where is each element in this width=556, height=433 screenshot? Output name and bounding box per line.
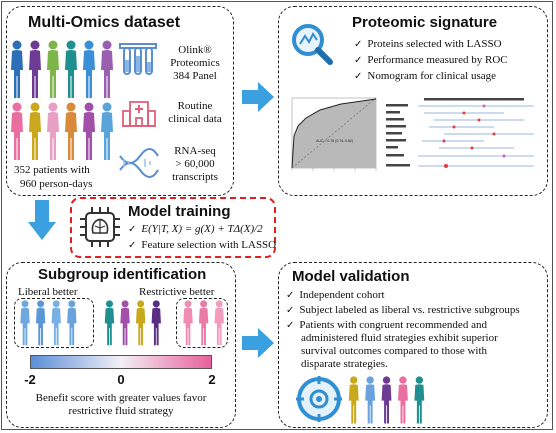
tick-max: 2 bbox=[208, 372, 216, 387]
magnifier-icon bbox=[292, 24, 333, 65]
person-icon bbox=[348, 376, 359, 424]
training-panel bbox=[70, 197, 276, 258]
restrictive-group-box bbox=[176, 298, 228, 348]
patients-line1: 352 patients with bbox=[14, 164, 90, 176]
arrow-down-1 bbox=[28, 200, 56, 240]
routine-line1: Routine bbox=[177, 100, 213, 112]
olink-line1: Olink® bbox=[178, 44, 212, 56]
patients-line2: 960 person-days bbox=[20, 178, 93, 190]
caption-line2: restrictive fluid strategy bbox=[68, 405, 174, 417]
person-icon bbox=[214, 300, 224, 346]
liberal-label: Liberal better bbox=[18, 286, 78, 298]
person-icon bbox=[183, 300, 193, 346]
person-icon bbox=[381, 376, 392, 424]
validation-bullet-3-line2: administered fluid strategies exhibit su… bbox=[301, 332, 498, 344]
person-icon bbox=[151, 300, 161, 346]
target-gear-icon bbox=[296, 376, 342, 422]
dna-icon bbox=[119, 148, 159, 178]
liberal-people bbox=[20, 300, 77, 346]
validation-bullet-3-line3: survival outcomes compared to those with bbox=[301, 345, 488, 357]
person-icon bbox=[35, 300, 46, 346]
arrow-right-2 bbox=[242, 328, 274, 358]
validation-bullet-2: Subject labeled as liberal vs. restricti… bbox=[286, 304, 519, 317]
training-bullet-formula: E(Y|T, X) = g(X) + TΔ(X)/2 bbox=[128, 223, 263, 236]
neutral-people bbox=[104, 300, 161, 346]
training-title: Model training bbox=[128, 203, 231, 220]
people-group-bottom bbox=[11, 102, 113, 160]
person-icon bbox=[47, 40, 59, 98]
validation-panel bbox=[278, 262, 548, 428]
validation-title: Model validation bbox=[292, 268, 410, 285]
person-icon bbox=[67, 300, 77, 346]
restrictive-label: Restrictive better bbox=[139, 286, 215, 298]
olink-line3: 384 Panel bbox=[173, 70, 217, 82]
person-icon bbox=[83, 40, 95, 98]
subgroup-panel bbox=[6, 262, 236, 428]
rnaseq-line3: transcripts bbox=[172, 171, 218, 183]
person-icon bbox=[398, 376, 408, 424]
hospital-icon bbox=[122, 101, 156, 127]
validation-bullet-3-line4: disparate strategies. bbox=[301, 358, 388, 370]
rnaseq-line2: > 60,000 bbox=[175, 158, 215, 170]
roc-auc-label: AUC = 0.78 (0.74–0.82) bbox=[316, 139, 353, 143]
person-icon bbox=[11, 40, 23, 98]
test-tube-icon bbox=[119, 43, 157, 75]
proteomic-title: Proteomic signature bbox=[352, 14, 498, 31]
person-icon bbox=[11, 102, 23, 160]
multiomics-title: Multi-Omics dataset bbox=[28, 14, 181, 31]
chip-icon bbox=[80, 207, 120, 247]
person-icon bbox=[414, 376, 425, 424]
benefit-score-colorbar bbox=[30, 355, 212, 369]
proteomic-bullet-1: Proteins selected with LASSO bbox=[354, 38, 501, 51]
roc-curve-thumbnail: AUC = 0.78 (0.74–0.82) bbox=[291, 97, 377, 171]
person-icon bbox=[198, 300, 209, 346]
validation-bullet-1: Independent cohort bbox=[286, 289, 384, 302]
training-bullet-2: Feature selection with LASSO bbox=[128, 239, 276, 252]
olink-line2: Proteomics bbox=[170, 57, 220, 69]
rnaseq-line1: RNA-seq bbox=[174, 145, 216, 157]
tick-mid: 0 bbox=[117, 372, 125, 387]
proteomic-panel bbox=[278, 6, 548, 196]
validation-people bbox=[348, 376, 425, 424]
person-icon bbox=[29, 40, 41, 98]
subgroup-title: Subgroup identification bbox=[38, 266, 207, 283]
person-icon bbox=[120, 300, 130, 346]
person-icon bbox=[65, 40, 77, 98]
person-icon bbox=[104, 300, 115, 346]
proteomic-bullet-2: Performance measured by ROC bbox=[354, 54, 507, 67]
routine-line2: clinical data bbox=[168, 113, 222, 125]
restrictive-people bbox=[183, 300, 224, 346]
proteomic-bullet-3: Nomogram for clinical usage bbox=[354, 70, 496, 83]
person-icon bbox=[51, 300, 61, 346]
multiomics-panel bbox=[6, 6, 234, 196]
people-group-top bbox=[11, 40, 113, 98]
person-icon bbox=[29, 102, 41, 160]
caption-line1: Benefit score with greater values favor bbox=[35, 392, 207, 404]
person-icon bbox=[83, 102, 95, 160]
person-icon bbox=[101, 102, 113, 160]
training-formula: E(Y|T, X) = g(X) + TΔ(X)/2 bbox=[141, 223, 263, 235]
nomogram-thumbnail bbox=[384, 96, 542, 174]
person-icon bbox=[47, 102, 59, 160]
person-icon bbox=[20, 300, 30, 346]
person-icon bbox=[135, 300, 146, 346]
liberal-group-box bbox=[14, 298, 94, 348]
person-icon bbox=[101, 40, 113, 98]
validation-bullet-3: Patients with congruent recommended and bbox=[286, 319, 487, 332]
tick-min: -2 bbox=[24, 372, 36, 387]
arrow-right-1 bbox=[242, 82, 274, 112]
person-icon bbox=[65, 102, 77, 160]
person-icon bbox=[365, 376, 376, 424]
